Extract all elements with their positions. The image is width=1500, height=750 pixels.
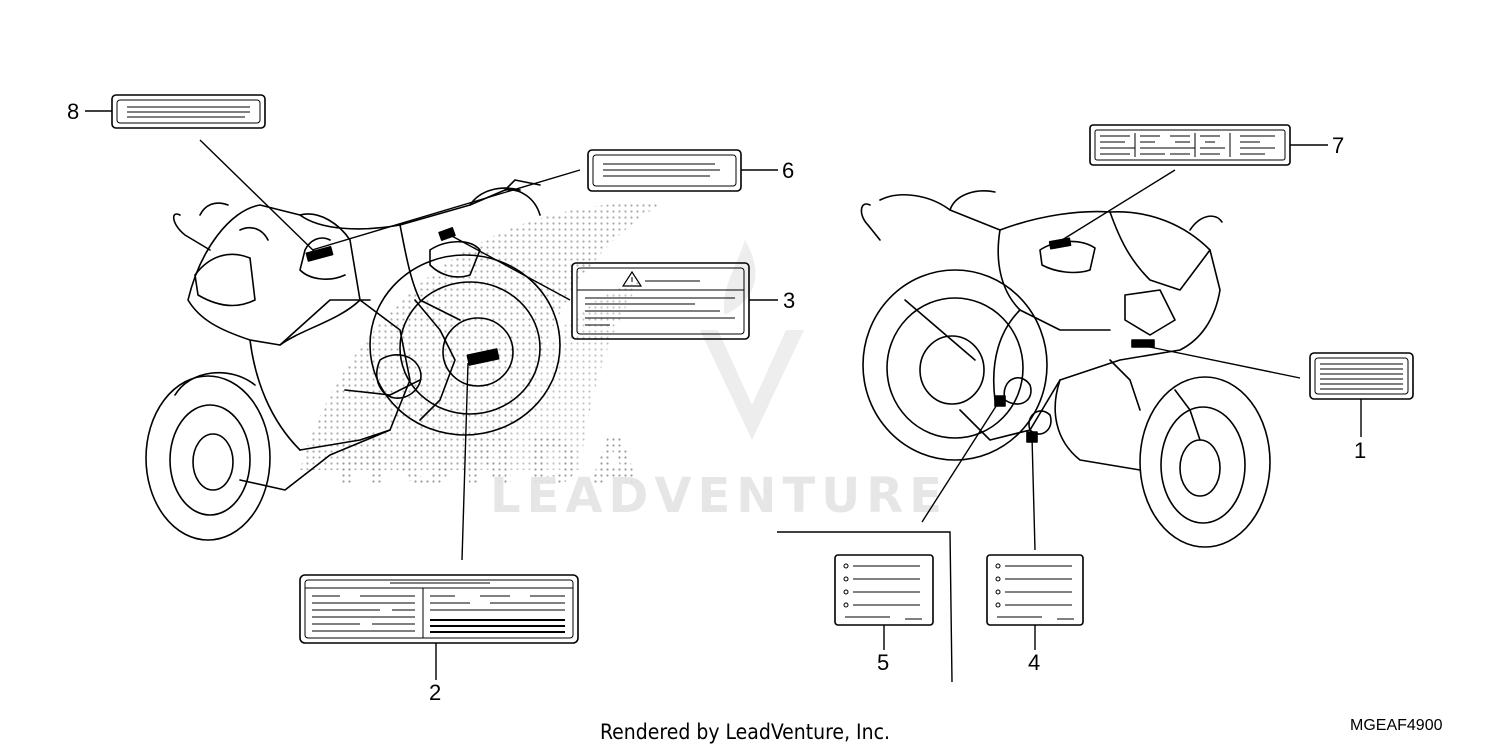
left-motorcycle-illustration <box>145 179 561 541</box>
label-7 <box>1089 124 1291 166</box>
leader-3 <box>449 234 571 301</box>
callout-1: 1 <box>1354 438 1366 463</box>
leader-2 <box>461 362 469 561</box>
warning-triangle-icon <box>621 270 643 287</box>
callout-8: 8 <box>67 99 79 124</box>
label-8 <box>111 94 266 129</box>
right-motorcycle-illustration <box>860 190 1271 548</box>
label-3 <box>571 262 750 340</box>
callout-6: 6 <box>782 158 794 183</box>
leader-1 <box>1144 345 1301 379</box>
leader-5 <box>921 399 1001 523</box>
leader-lines <box>85 110 1362 683</box>
leadventure-logo-watermark: LEADVENTURE <box>490 240 948 524</box>
diagram-code: MGEAF4900 <box>1350 717 1443 734</box>
label-2 <box>299 574 579 644</box>
leader-7 <box>1061 169 1176 241</box>
leadventure-watermark-text: LEADVENTURE <box>490 468 948 524</box>
leader-4 <box>1031 436 1036 551</box>
callout-5: 5 <box>877 650 889 675</box>
leader-6 <box>311 169 581 251</box>
label-1 <box>1309 352 1414 400</box>
footer-credit: Rendered by LeadVenture, Inc. <box>600 720 890 744</box>
callout-4: 4 <box>1028 650 1040 675</box>
callout-2: 2 <box>429 680 441 705</box>
label-5 <box>834 554 934 626</box>
label-6 <box>587 149 742 192</box>
callout-3: 3 <box>783 288 795 313</box>
honda-watermark-text: HONDA <box>335 427 649 501</box>
callout-7: 7 <box>1332 133 1344 158</box>
label-4 <box>986 554 1084 626</box>
callout-numbers: 8 6 3 7 1 2 5 4 <box>67 99 1366 705</box>
leader-8 <box>199 139 319 256</box>
